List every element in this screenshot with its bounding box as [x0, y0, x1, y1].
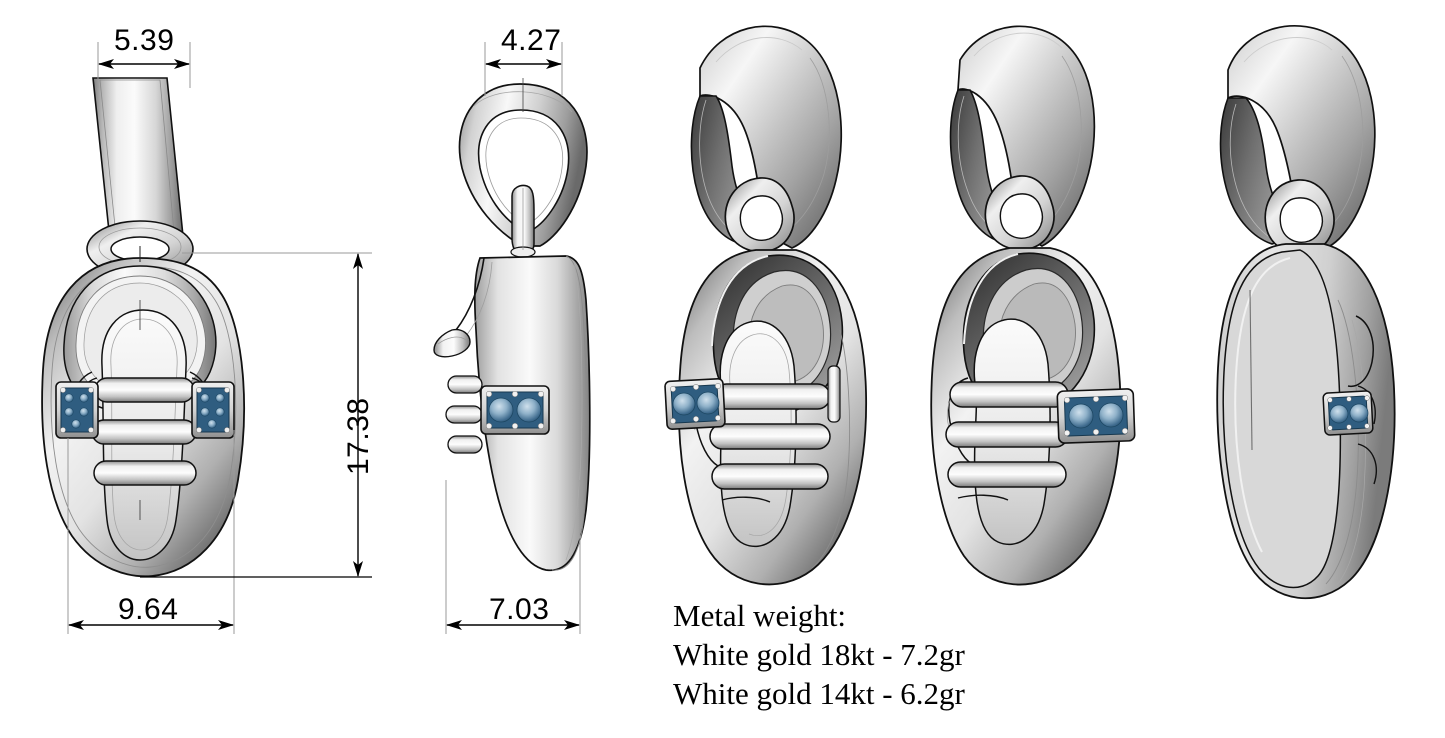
metal-weight-line-14kt: White gold 14kt - 6.2gr [673, 676, 965, 711]
metal-weight-note: Metal weight: White gold 18kt - 7.2gr Wh… [673, 596, 965, 713]
dimension-label-9-64: 9.64 [118, 593, 179, 626]
gem-plate-view3 [664, 377, 726, 431]
view-side-profile [433, 78, 591, 572]
metal-weight-line-18kt: White gold 18kt - 7.2gr [673, 637, 965, 672]
view-perspective-left [664, 25, 868, 586]
jump-ring-view3 [724, 177, 795, 253]
gem-plate-view4 [1056, 388, 1136, 444]
gem-plate-view5 [1322, 390, 1374, 436]
dimension-lines-view1 [67, 42, 372, 634]
dimension-label-4-27: 4.27 [501, 24, 562, 57]
view-perspective-sole [1216, 25, 1396, 600]
gem-plate-left [55, 381, 99, 439]
view-perspective-front [930, 25, 1136, 586]
shoe-laces [91, 377, 197, 486]
dimension-lines-view2 [445, 42, 581, 634]
shoe-laces-view3 [709, 383, 831, 490]
jump-ring-view5 [1264, 179, 1335, 255]
gem-plate-side [480, 385, 550, 435]
dimension-label-17-38: 17.38 [342, 397, 375, 475]
dimension-label-5-39: 5.39 [114, 24, 175, 57]
gem-plate-right [191, 381, 235, 439]
shoe-laces-view4 [945, 381, 1069, 488]
metal-weight-heading: Metal weight: [673, 598, 847, 633]
jump-ring-view4 [984, 175, 1055, 251]
view-top [41, 77, 245, 578]
dimension-label-7-03: 7.03 [489, 593, 550, 626]
